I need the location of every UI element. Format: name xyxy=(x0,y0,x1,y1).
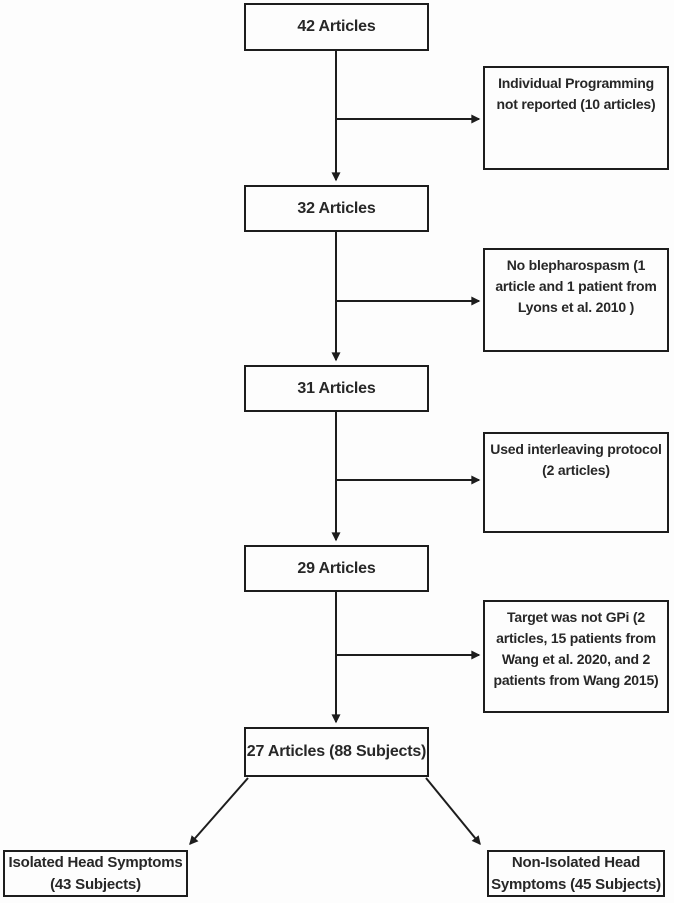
node-exclusion-no-blepharospasm-label: No blepharospasm (1 article and 1 patien… xyxy=(495,257,657,315)
node-articles-29: 29 Articles xyxy=(244,545,429,592)
node-outcome-isolated-head-label: Isolated Head Symptoms (43 Subjects) xyxy=(8,853,183,893)
node-outcome-non-isolated-head-label: Non-Isolated Head Symptoms (45 Subjects) xyxy=(491,853,661,893)
node-exclusion-individual-programming-label: Individual Programming not reported (10 … xyxy=(496,75,656,112)
node-articles-32-label: 32 Articles xyxy=(297,199,376,217)
node-articles-31-label: 31 Articles xyxy=(297,379,376,397)
node-exclusion-interleaving-protocol-label: Used interleaving protocol (2 articles) xyxy=(490,441,662,478)
node-exclusion-target-not-gpi: Target was not GPi (2 articles, 15 patie… xyxy=(483,600,669,713)
node-outcome-isolated-head: Isolated Head Symptoms (43 Subjects) xyxy=(3,850,188,897)
node-exclusion-target-not-gpi-label: Target was not GPi (2 articles, 15 patie… xyxy=(493,609,659,688)
node-articles-27-label: 27 Articles (88 Subjects) xyxy=(246,743,427,760)
connector-27-to-isolated xyxy=(189,777,249,846)
node-exclusion-interleaving-protocol: Used interleaving protocol (2 articles) xyxy=(483,432,669,533)
node-exclusion-individual-programming: Individual Programming not reported (10 … xyxy=(483,66,669,170)
node-articles-27: 27 Articles (88 Subjects) xyxy=(244,727,429,777)
node-articles-29-label: 29 Articles xyxy=(297,559,376,577)
connector-27-to-non-isolated xyxy=(425,777,481,846)
node-articles-42: 42 Articles xyxy=(244,3,429,51)
node-articles-42-label: 42 Articles xyxy=(297,18,376,35)
node-outcome-non-isolated-head: Non-Isolated Head Symptoms (45 Subjects) xyxy=(487,850,665,897)
node-articles-31: 31 Articles xyxy=(244,365,429,412)
node-articles-32: 32 Articles xyxy=(244,185,429,232)
node-exclusion-no-blepharospasm: No blepharospasm (1 article and 1 patien… xyxy=(483,248,669,352)
